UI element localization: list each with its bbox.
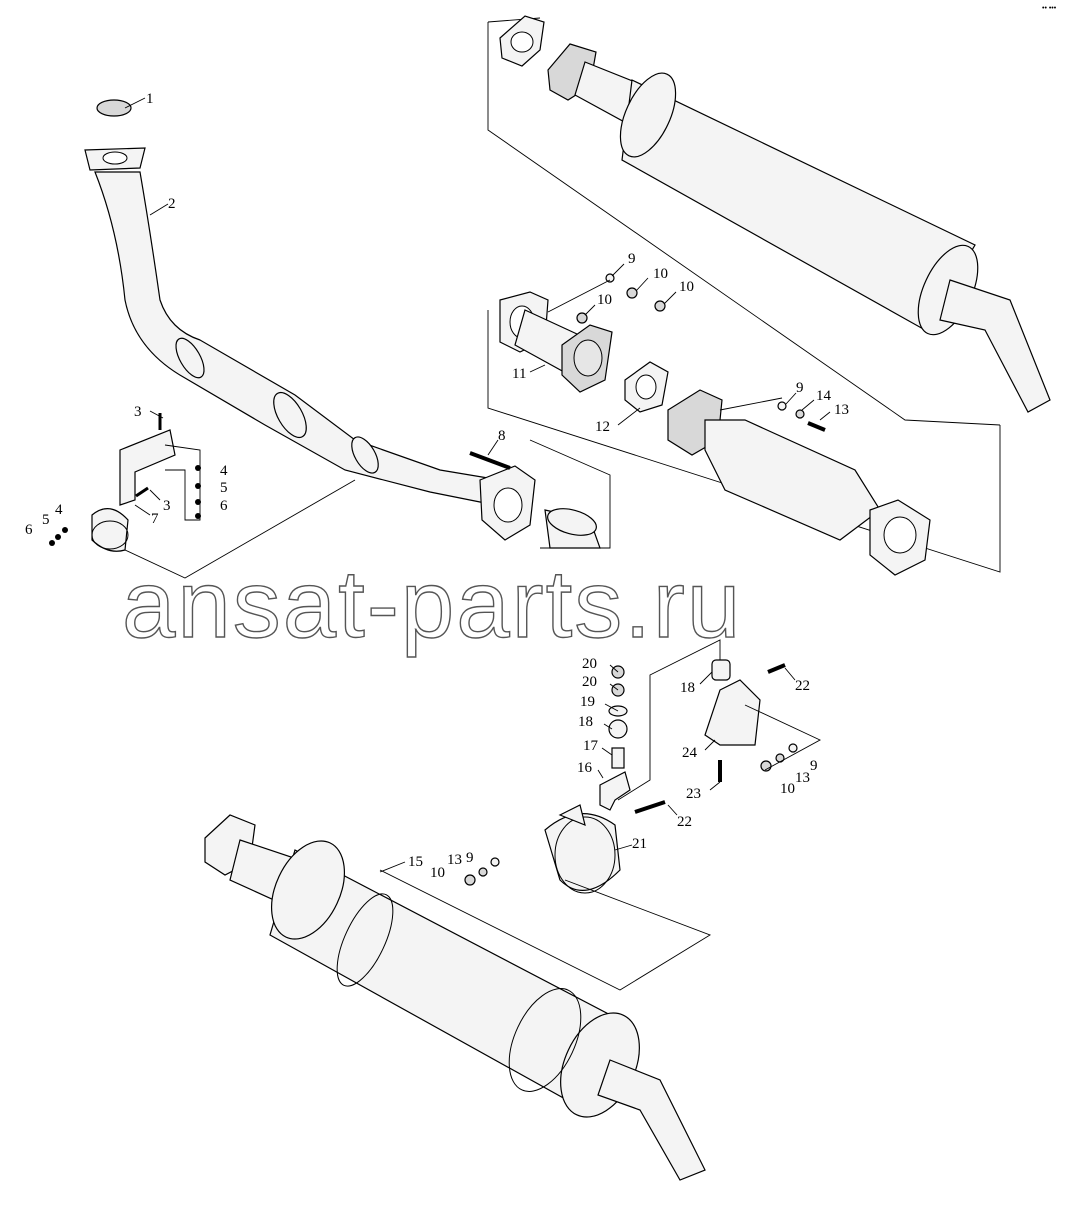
callout-23: 23	[686, 786, 701, 802]
callout-13: 13	[447, 852, 462, 868]
gasket-ring	[96, 99, 132, 117]
callout-12: 12	[595, 419, 610, 435]
callout-18: 18	[680, 680, 695, 696]
callout-3: 3	[163, 498, 171, 514]
callout-10: 10	[430, 865, 445, 881]
callout-4: 4	[55, 502, 63, 518]
callout-4: 4	[220, 463, 228, 479]
callout-22: 22	[795, 678, 810, 694]
watermark: ansat-parts.ru	[122, 551, 742, 658]
callout-10: 10	[653, 266, 668, 282]
callout-8: 8	[498, 428, 506, 444]
callouts: 1 2 3 3 4 4 5 5 6 6 7 8 9 9 9 9 10 10 10…	[25, 91, 849, 881]
callout-10: 10	[597, 292, 612, 308]
callout-9: 9	[466, 850, 474, 866]
callout-20: 20	[582, 656, 597, 672]
rear-muffler-lower	[204, 814, 712, 1181]
hanger-mount	[544, 639, 821, 894]
callout-10: 10	[780, 781, 795, 797]
callout-5: 5	[42, 512, 50, 528]
callout-1: 1	[146, 91, 154, 107]
callout-15: 15	[408, 854, 423, 870]
callout-13: 13	[834, 402, 849, 418]
pipe-bracket-clamp	[49, 413, 356, 579]
callout-7: 7	[151, 511, 159, 527]
callout-6: 6	[220, 498, 228, 514]
callout-11: 11	[512, 366, 526, 382]
rear-muffler-upper	[487, 15, 1051, 426]
callout-22: 22	[677, 814, 692, 830]
callout-17: 17	[583, 738, 599, 754]
callout-24: 24	[682, 745, 698, 761]
callout-3: 3	[134, 404, 142, 420]
middle-section	[487, 273, 1001, 576]
callout-9: 9	[628, 251, 636, 267]
front-pipe	[84, 99, 611, 549]
callout-21: 21	[632, 836, 647, 852]
callout-9: 9	[796, 380, 804, 396]
corner-mark: •• •••	[1042, 5, 1057, 12]
callout-19: 19	[580, 694, 595, 710]
callout-2: 2	[168, 196, 176, 212]
callout-6: 6	[25, 522, 33, 538]
callout-16: 16	[577, 760, 593, 776]
callout-14: 14	[816, 388, 832, 404]
callout-5: 5	[220, 480, 228, 496]
callout-13: 13	[795, 770, 810, 786]
callout-20: 20	[582, 674, 597, 690]
callout-10: 10	[679, 279, 694, 295]
callout-18: 18	[578, 714, 593, 730]
callout-9: 9	[810, 758, 818, 774]
leader-lines	[124, 97, 831, 873]
